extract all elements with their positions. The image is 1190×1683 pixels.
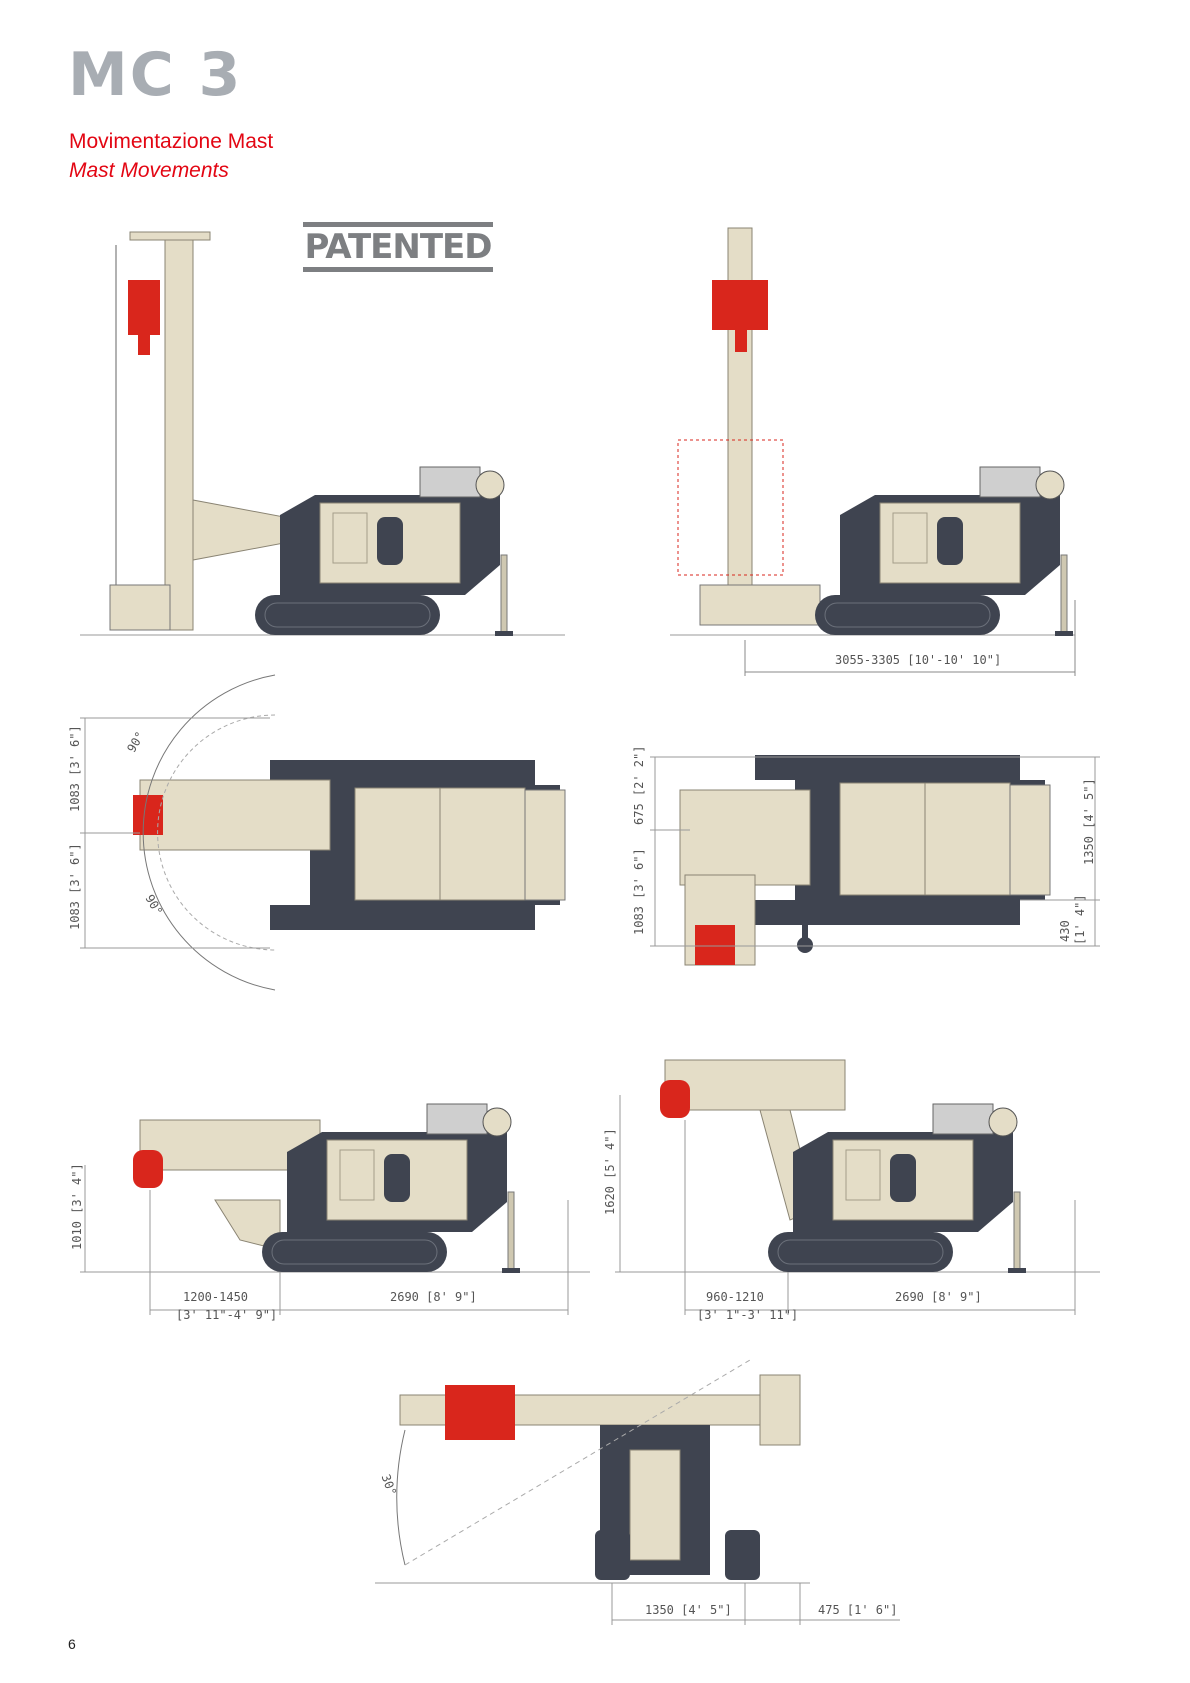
page-number: 6 bbox=[68, 1636, 76, 1652]
dimension-label: 3055-3305 [10'-10' 10"] bbox=[835, 653, 1002, 667]
dimension-label: 960-1210 bbox=[706, 1290, 764, 1304]
dimension-label: [3' 1"-3' 11"] bbox=[697, 1308, 799, 1322]
dimension-label: 475 [1' 6"] bbox=[818, 1603, 898, 1617]
patented-badge: PATENTED bbox=[303, 222, 493, 272]
front-view-mast-tilt bbox=[375, 1359, 900, 1625]
dimension-label: 1010 [3' 4"] bbox=[70, 1163, 84, 1250]
dimension-label: 1083 [3' 6"] bbox=[632, 848, 646, 935]
dimension-label: 1620 [5' 4"] bbox=[603, 1128, 617, 1215]
dimension-label: 430 bbox=[1058, 920, 1072, 942]
subtitle-english: Mast Movements bbox=[69, 159, 229, 182]
side-view-mast-rotated bbox=[670, 227, 1076, 676]
side-view-mast-vertical bbox=[80, 231, 565, 637]
dimension-label: 1200-1450 bbox=[183, 1290, 249, 1304]
dimension-label: 1083 [3' 6"] bbox=[68, 843, 82, 930]
plan-view-rotation bbox=[80, 674, 566, 991]
dimension-label: 1350 [4' 5"] bbox=[1082, 778, 1096, 865]
dimension-label: [1' 4"] bbox=[1073, 894, 1087, 945]
dimension-label: 1350 [4' 5"] bbox=[645, 1603, 732, 1617]
dimension-label: 675 [2' 2"] bbox=[632, 745, 646, 825]
side-view-mast-horizontal-high bbox=[615, 1059, 1100, 1315]
dimension-label: 2690 [8' 9"] bbox=[895, 1290, 982, 1304]
dimension-label: 1083 [3' 6"] bbox=[68, 725, 82, 812]
dimension-label: [3' 11"-4' 9"] bbox=[176, 1308, 278, 1322]
subtitle-italian: Movimentazione Mast bbox=[69, 130, 274, 153]
plan-view-offset bbox=[650, 754, 1100, 966]
side-view-mast-horizontal-low bbox=[80, 1103, 590, 1315]
page-title: MC 3 bbox=[68, 40, 243, 110]
dimension-label: 2690 [8' 9"] bbox=[390, 1290, 477, 1304]
